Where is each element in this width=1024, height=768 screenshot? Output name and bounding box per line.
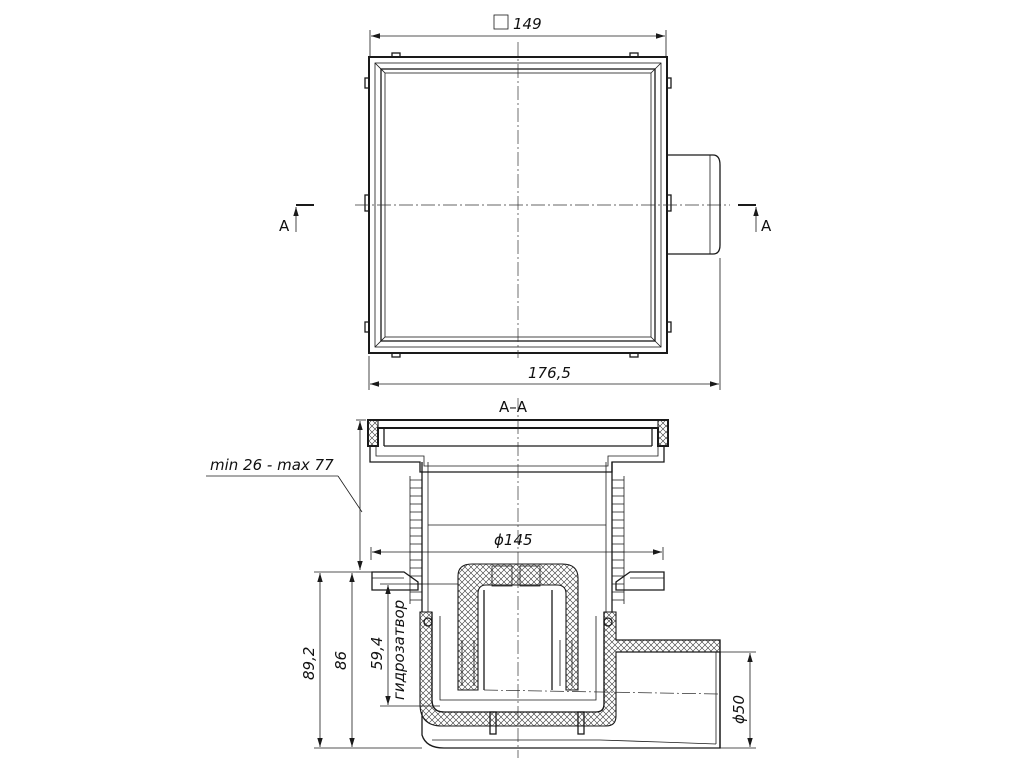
section-marker-right: A [738,204,772,235]
dim-176-5-label: 176,5 [528,364,571,382]
dim-149-label: 149 [513,15,542,33]
svg-text:A: A [279,217,290,235]
dim-d50-label: ϕ50 [730,695,748,724]
dim-d50: ϕ50 [720,651,756,749]
section-title: A–A [499,398,528,416]
trap-label: гидрозатвор [390,600,408,700]
dim-d145: ϕ145 [370,531,664,560]
dim-59-4-label: 59,4 [368,637,386,670]
dim-89-2-label: 89,2 [300,647,318,680]
dim-149: 149 [369,14,667,58]
dim-89-2: 89,2 [300,571,422,749]
section-view: A–A ϕ145 [206,398,756,758]
svg-text:A: A [761,217,772,235]
dim-59-4: 59,4 гидрозатвор [368,583,458,707]
top-view: 149 A [279,14,772,390]
dim-86: 86 [332,573,355,747]
adjust-range-callout: min 26 - max 77 [206,456,363,513]
dim-d145-label: ϕ145 [494,531,533,549]
dim-86-label: 86 [332,651,350,670]
adjust-range-label: min 26 - max 77 [210,456,334,474]
side-outlet [667,154,721,255]
section-marker-left: A [279,204,314,235]
dim-176-5: 176,5 [368,258,721,390]
square-symbol [493,14,509,30]
